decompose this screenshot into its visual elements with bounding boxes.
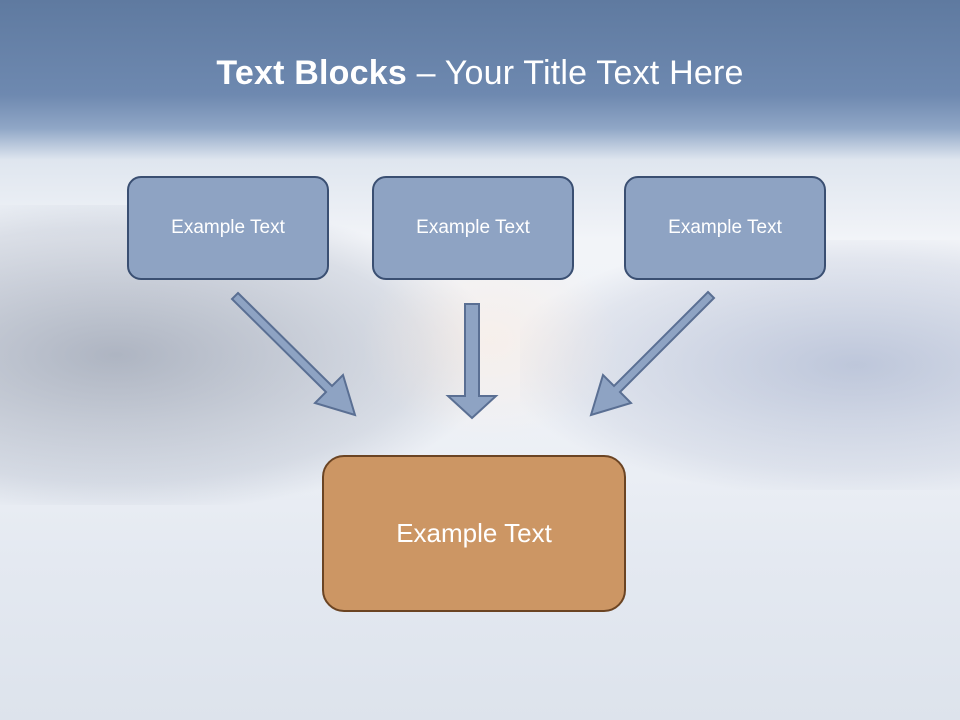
- text-block-1-label: Example Text: [171, 217, 285, 238]
- title-bold: Text Blocks: [216, 54, 407, 92]
- text-block-2[interactable]: Example Text: [372, 176, 574, 280]
- text-block-1[interactable]: Example Text: [127, 176, 329, 280]
- result-block[interactable]: Example Text: [322, 455, 626, 612]
- bride-hand-shape: [520, 240, 960, 490]
- title-dash: –: [406, 54, 445, 92]
- arrow-left: [230, 291, 357, 417]
- slide-title: Text Blocks – Your Title Text Here: [0, 54, 960, 93]
- text-block-3[interactable]: Example Text: [624, 176, 826, 280]
- arrow-center: [445, 303, 499, 420]
- text-block-2-label: Example Text: [416, 217, 530, 238]
- result-block-label: Example Text: [396, 518, 552, 548]
- text-block-3-label: Example Text: [668, 217, 782, 238]
- title-rest: Your Title Text Here: [444, 54, 744, 92]
- arrow-right: [589, 290, 716, 417]
